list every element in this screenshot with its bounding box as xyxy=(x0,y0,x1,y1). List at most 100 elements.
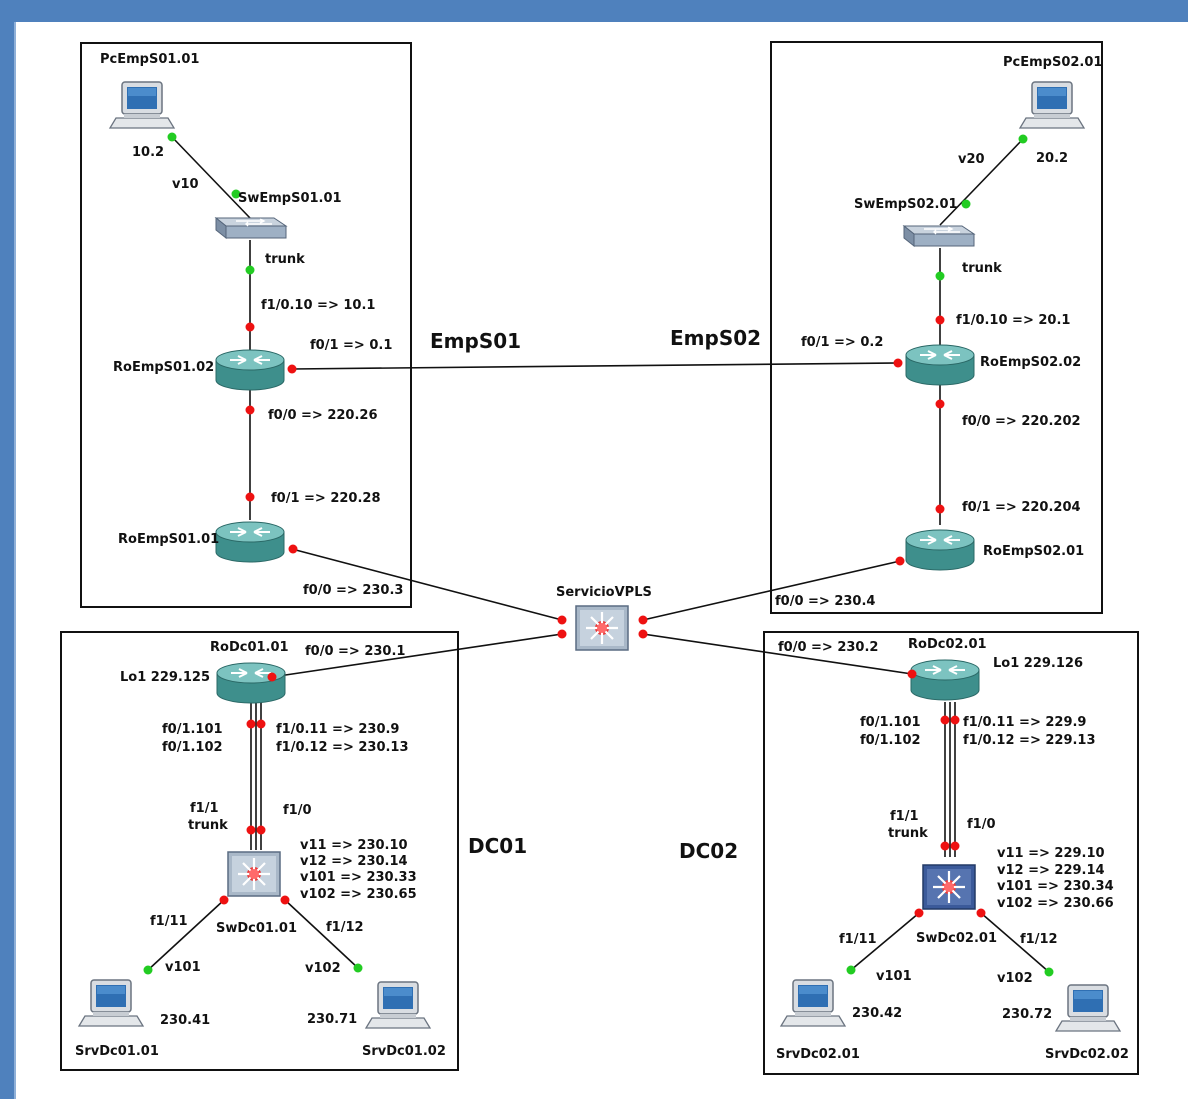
label-v10: v10 xyxy=(172,177,199,192)
site-box-dc01 xyxy=(60,631,459,1071)
label-dc02-v101b: v101 xyxy=(876,969,912,984)
port-down-dot xyxy=(976,908,986,918)
port-down-dot xyxy=(256,825,266,835)
port-down-dot xyxy=(638,629,648,639)
port-down-dot xyxy=(935,504,945,514)
label-dc01-srv1-ip: 230.41 xyxy=(160,1013,210,1028)
label-f0-0-c: f0/0 => 220.202 xyxy=(962,414,1081,429)
switch-emps01-icon[interactable] xyxy=(215,217,287,239)
node-label-rodc01: RoDc01.01 xyxy=(210,640,289,655)
label-trunk1: trunk xyxy=(265,252,305,267)
port-down-dot xyxy=(288,544,298,554)
label-dc01-f1-0: f1/0 xyxy=(283,803,312,818)
label-pc2-ip: 20.2 xyxy=(1036,151,1068,166)
server-dc01-02-icon[interactable] xyxy=(365,981,431,1029)
site-label-emps02: EmpS02 xyxy=(670,326,761,350)
link-ro101-vpls[interactable] xyxy=(291,548,563,621)
site-label-dc01: DC01 xyxy=(468,834,527,858)
server-dc01-01-icon[interactable] xyxy=(78,979,144,1027)
port-down-dot xyxy=(246,719,256,729)
node-label-ro-emps01-01: RoEmpS01.01 xyxy=(118,532,219,547)
link-pc1-sw1[interactable] xyxy=(171,136,251,219)
port-up-dot xyxy=(846,965,856,975)
frame-top-border xyxy=(0,0,1188,22)
switch-dc02-icon[interactable] xyxy=(921,863,977,911)
label-dc01-v12: v12 => 230.14 xyxy=(300,854,408,869)
link-vpls-rodc01[interactable] xyxy=(271,633,563,678)
label-dc02-v101: v101 => 230.34 xyxy=(997,879,1114,894)
port-down-dot xyxy=(935,399,945,409)
site-box-emps02 xyxy=(770,41,1103,614)
label-dc02-v102: v102 => 230.66 xyxy=(997,896,1114,911)
node-label-sw-emps01: SwEmpS01.01 xyxy=(238,191,342,206)
label-dc02-v11: v11 => 229.10 xyxy=(997,846,1105,861)
node-label-srvdc01-01: SrvDc01.01 xyxy=(75,1044,159,1059)
label-f0-0-a: f0/0 => 220.26 xyxy=(268,408,378,423)
node-label-swdc01: SwDc01.01 xyxy=(216,921,297,936)
label-dc01-lo1: Lo1 229.125 xyxy=(120,670,210,685)
label-f0-1-c: f0/1 => 0.2 xyxy=(801,335,883,350)
link-ro102-ro202[interactable] xyxy=(291,362,899,370)
node-label-ro-emps02-02: RoEmpS02.02 xyxy=(980,355,1081,370)
label-trunk2: trunk xyxy=(962,261,1002,276)
port-down-dot xyxy=(914,908,924,918)
link-swdc01-srv2[interactable] xyxy=(284,899,359,969)
port-down-dot xyxy=(245,405,255,415)
label-dc01-v102: v102 => 230.65 xyxy=(300,887,417,902)
label-dc01-f1-1: f1/1 xyxy=(190,801,219,816)
port-down-dot xyxy=(267,672,277,682)
label-dc01-f1-0-12: f1/0.12 => 230.13 xyxy=(276,740,409,755)
port-up-dot xyxy=(143,965,153,975)
port-up-dot xyxy=(935,271,945,281)
switch-emps02-icon[interactable] xyxy=(903,225,975,247)
link-pc2-sw2[interactable] xyxy=(939,138,1024,226)
label-dc02-f0-0: f0/0 => 230.2 xyxy=(778,640,878,655)
label-f1-0-10-a: f1/0.10 => 10.1 xyxy=(261,298,375,313)
pc-emps02-icon[interactable] xyxy=(1019,81,1085,129)
router-dc01-icon[interactable] xyxy=(216,662,286,704)
vpls-switch-icon[interactable] xyxy=(574,604,630,652)
label-dc01-v101: v101 => 230.33 xyxy=(300,870,417,885)
link-swdc02-srv1[interactable] xyxy=(850,912,920,971)
label-f1-0-10-b: f1/0.10 => 20.1 xyxy=(956,313,1070,328)
node-label-vpls: ServicioVPLS xyxy=(556,585,652,600)
port-up-dot xyxy=(353,963,363,973)
port-indicators xyxy=(143,132,1054,977)
server-dc02-01-icon[interactable] xyxy=(780,979,846,1027)
link-swdc02-srv2[interactable] xyxy=(980,912,1050,973)
router-emps01-01-icon[interactable] xyxy=(215,521,285,563)
label-dc02-f0-1-102: f0/1.102 xyxy=(860,733,921,748)
label-dc02-v102b: v102 xyxy=(997,971,1033,986)
label-dc01-f1-11: f1/11 xyxy=(150,914,188,929)
port-up-dot xyxy=(167,132,177,142)
server-dc02-02-icon[interactable] xyxy=(1055,984,1121,1032)
link-ro201-vpls[interactable] xyxy=(642,560,901,621)
router-emps02-02-icon[interactable] xyxy=(905,344,975,386)
label-dc02-f1-0-11: f1/0.11 => 229.9 xyxy=(963,715,1086,730)
label-dc02-f1-11: f1/11 xyxy=(839,932,877,947)
port-down-dot xyxy=(557,615,567,625)
pc-emps01-icon[interactable] xyxy=(109,81,175,129)
label-f0-1-a: f0/1 => 0.1 xyxy=(310,338,392,353)
node-label-swdc02: SwDc02.01 xyxy=(916,931,997,946)
label-dc01-f1-0-11: f1/0.11 => 230.9 xyxy=(276,722,399,737)
port-down-dot xyxy=(245,322,255,332)
switch-dc01-icon[interactable] xyxy=(226,850,282,898)
node-label-pc-emps02: PcEmpS02.01 xyxy=(1003,55,1102,70)
link-swdc01-srv1[interactable] xyxy=(147,899,225,971)
label-dc02-f1-0-12: f1/0.12 => 229.13 xyxy=(963,733,1096,748)
router-emps01-02-icon[interactable] xyxy=(215,349,285,391)
label-dc01-f0-1-101: f0/1.101 xyxy=(162,722,223,737)
port-down-dot xyxy=(557,629,567,639)
port-up-dot xyxy=(961,199,971,209)
label-dc02-v12: v12 => 229.14 xyxy=(997,863,1105,878)
router-dc02-icon[interactable] xyxy=(910,659,980,701)
link-vpls-rodc02[interactable] xyxy=(642,633,913,675)
label-f0-1-d: f0/1 => 220.204 xyxy=(962,500,1081,515)
port-down-dot xyxy=(219,895,229,905)
port-down-dot xyxy=(895,556,905,566)
router-emps02-01-icon[interactable] xyxy=(905,529,975,571)
label-dc02-trunk: trunk xyxy=(888,826,928,841)
frame-left-highlight xyxy=(14,22,16,1099)
